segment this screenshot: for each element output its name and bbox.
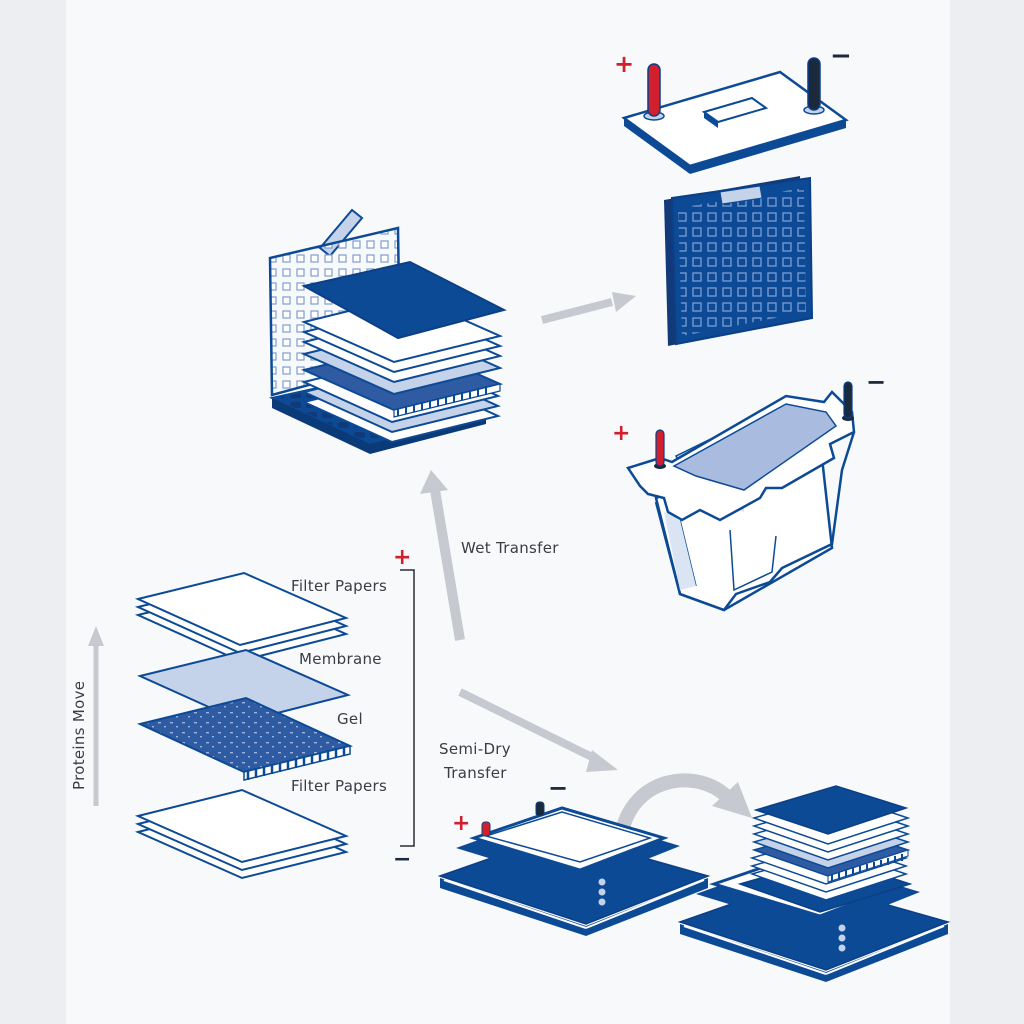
semi-dry-unit-loaded <box>677 785 951 982</box>
semi-dry-positive-electrode <box>481 821 491 837</box>
arrow-to-cassette <box>541 292 636 324</box>
lid-plus-sign: + <box>614 50 634 78</box>
label-proteins-move: Proteins Move <box>70 681 88 790</box>
cassette-latch <box>719 185 763 205</box>
process-arrows <box>88 292 752 846</box>
semi-dry-plus-sign: + <box>452 811 470 836</box>
label-membrane: Membrane <box>299 650 382 668</box>
filter-papers-bottom <box>134 788 350 880</box>
bracket-minus-sign: − <box>393 847 411 872</box>
polarity-bracket: + − <box>393 545 415 872</box>
curved-arrow-semi-dry <box>613 773 752 846</box>
wet-transfer-tank: + − <box>612 368 886 612</box>
semi-dry-unit-empty: + − <box>437 774 711 936</box>
arrow-to-wet-transfer <box>420 470 465 641</box>
proteins-move-arrow <box>88 626 104 806</box>
lid-negative-electrode <box>803 57 825 115</box>
lid-positive-electrode <box>643 63 665 121</box>
lid-minus-sign: − <box>830 41 852 71</box>
label-gel: Gel <box>337 710 363 728</box>
cassette-sheet-stack <box>300 260 507 444</box>
arrow-to-semi-dry <box>458 688 618 772</box>
semi-dry-minus-sign: − <box>548 774 568 802</box>
label-filter-papers-bottom: Filter Papers <box>291 777 387 795</box>
gel-slab <box>136 696 354 781</box>
label-semi-dry-line1: Semi-Dry <box>439 740 511 758</box>
label-semi-dry-line2: Transfer <box>443 764 507 782</box>
tank-plus-sign: + <box>612 421 630 446</box>
bracket-plus-sign: + <box>393 545 411 570</box>
tank-negative-electrode <box>842 381 854 421</box>
filter-papers-top <box>134 571 350 663</box>
closed-cassette <box>664 176 814 346</box>
label-filter-papers-top: Filter Papers <box>291 577 387 595</box>
tank-positive-electrode <box>654 429 666 469</box>
transfer-sandwich: + − <box>134 545 415 880</box>
tank-minus-sign: − <box>866 368 886 396</box>
label-wet-transfer: Wet Transfer <box>461 539 559 557</box>
semi-dry-loaded-stack <box>737 785 913 913</box>
semi-dry-negative-electrode <box>535 801 545 817</box>
tank-lid: + − <box>614 41 852 174</box>
open-transfer-cassette <box>268 208 507 454</box>
